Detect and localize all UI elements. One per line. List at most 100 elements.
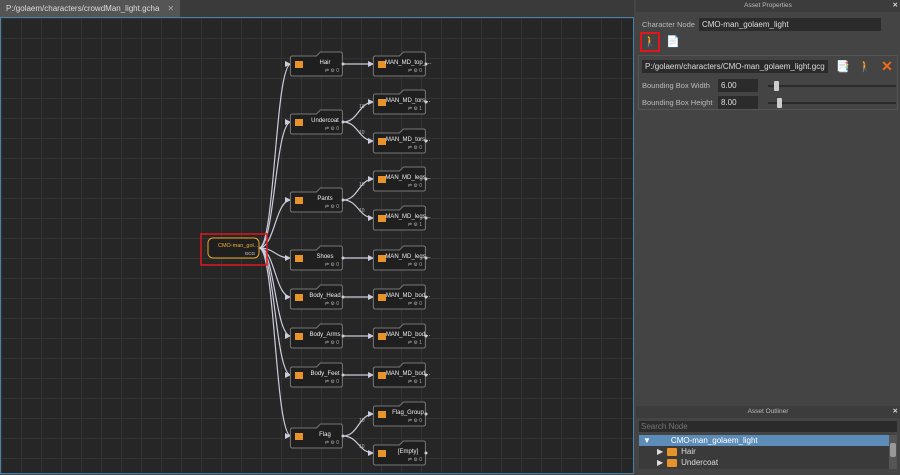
slider-thumb[interactable] [774,81,780,91]
character-node-field[interactable]: CMO-man_golaem_light [698,18,881,31]
group-node-body_head[interactable]: Body_Head⇌ ⚙ 0 [289,284,345,310]
bbox-width-field[interactable]: 6.00 [718,79,758,92]
output-port[interactable] [341,373,345,377]
asset-properties-panel: Asset Properties✕ Character Node CMO-man… [636,0,900,474]
node-label: MAN_MD_bod... [386,293,431,299]
bbox-height-label: Bounding Box Height [642,98,713,107]
asset-node[interactable]: MAN_MD_bod...⇌ ⚙ 1 [372,362,431,388]
add-file-icon[interactable]: 📄 [666,36,680,48]
group-node-body_arms[interactable]: Body_Arms⇌ ⚙ 0 [289,323,345,349]
scrollbar[interactable] [889,435,897,469]
output-port[interactable] [341,198,345,202]
asset-node[interactable]: MAN_MD_top_... ⇌ ⚙ 0 [372,51,431,77]
output-port[interactable] [341,120,345,124]
output-port[interactable] [424,373,428,377]
output-port[interactable] [424,451,428,455]
edge-label: 10 [359,418,365,424]
panel-title: Asset Properties✕ [636,0,900,12]
arrow-icon [368,294,374,300]
node-count: ⇌ ⚙ 0 [408,68,422,74]
asset-node[interactable]: MAN_MD_tors...⇌ ⚙ 1 [372,89,431,115]
output-port[interactable] [424,177,428,181]
edge-label: 10 [359,182,365,188]
close-icon[interactable]: ✕ [167,4,175,13]
node-label: MAN_MD_legs... [385,254,431,260]
folder-icon [378,294,386,301]
asset-node[interactable]: [Empty]⇌ ⚙ 0 [372,440,428,466]
node-count: ⇌ ⚙ 1 [408,379,422,385]
edge-label: 10 [359,444,365,450]
expand-icon[interactable]: ▶ [657,458,664,467]
asset-node[interactable]: Flag_Group⇌ ⚙ 0 [372,401,428,427]
bbox-width-slider[interactable] [768,81,896,91]
group-node-hair[interactable]: Hair⇌ ⚙ 0 [289,51,345,77]
tree-item-hair[interactable]: ▶Hair [639,446,897,457]
arrow-icon [285,294,291,300]
node-count: ⇌ ⚙ 0 [408,418,422,424]
asset-node[interactable]: MAN_MD_legs...⇌ ⚙ 0 [372,245,431,271]
output-port[interactable] [424,295,428,299]
root-node-label: CMO-man_gol... [218,243,259,249]
root-character-node[interactable]: CMO-man_gol...GCG [207,237,260,259]
node-count: ⇌ ⚙ 0 [325,126,339,132]
bbox-height-field[interactable]: 8.00 [718,96,758,109]
output-port[interactable] [424,412,428,416]
output-port[interactable] [341,434,345,438]
asset-node[interactable]: MAN_MD_tors...⇌ ⚙ 0 [372,128,431,154]
output-port[interactable] [424,139,428,143]
folder-icon [378,372,386,379]
asset-node[interactable]: MAN_MD_bod...⇌ ⚙ 1 [372,323,431,349]
folder-icon [667,447,678,456]
group-node-pants[interactable]: Pants⇌ ⚙ 0 [289,187,345,213]
node-label: Body_Head [309,293,340,299]
group-node-flag[interactable]: Flag⇌ ⚙ 0 [289,423,345,449]
asset-node[interactable]: MAN_MD_bod...⇌ ⚙ 0 [372,284,431,310]
edges [258,61,375,456]
outliner-tree: ▼CMO-man_golaem_light ▶Hair ▶ Undercoat [639,435,897,469]
replace-character-icon[interactable]: 🚶 [640,32,660,52]
group-node-body_feet[interactable]: Body_Feet⇌ ⚙ 0 [289,362,345,388]
search-node-input[interactable] [639,421,897,432]
folder-icon [295,255,303,262]
output-port[interactable] [424,216,428,220]
output-port[interactable] [424,334,428,338]
group-node-shoes[interactable]: Shoes⇌ ⚙ 0 [289,245,345,271]
output-port[interactable] [424,100,428,104]
tree-item-label: Undercoat [681,458,719,467]
folder-icon [378,176,386,183]
tree-root[interactable]: ▼CMO-man_golaem_light [639,435,889,446]
slider-thumb[interactable] [776,98,782,108]
tab-crowdman-light[interactable]: P:/golaem/characters/crowdMan_light.gcha… [0,0,181,17]
tree-item-undercoat[interactable]: ▶ Undercoat [639,457,897,468]
delete-icon[interactable]: ✕ [881,58,893,74]
bbox-height-slider[interactable] [768,98,896,108]
swap-file-icon[interactable]: 📑 [836,61,850,73]
output-port[interactable] [424,256,428,260]
arrow-icon [285,119,291,125]
close-icon[interactable]: ✕ [892,2,898,9]
node-label: MAN_MD_top_... [385,60,431,66]
node-label: MAN_MD_tors... [386,98,431,104]
output-port[interactable] [424,62,428,66]
close-icon[interactable]: ✕ [892,408,898,415]
tab-bar: P:/golaem/characters/crowdMan_light.gcha… [0,0,634,17]
output-port[interactable] [341,256,345,260]
swap-character-icon[interactable]: 🚶 [858,61,872,73]
group-node-undercoat[interactable]: Undercoat⇌ ⚙ 0 [289,109,345,135]
output-port[interactable] [341,334,345,338]
arrow-icon [368,333,374,339]
arrow-icon [368,99,374,105]
node-label: Body_Arms [309,332,340,338]
node-label: MAN_MD_bod... [386,332,431,338]
folder-icon [378,99,386,106]
file-path-field[interactable]: P:/golaem/characters/CMO-man_golaem_ligh… [642,60,828,73]
edge-root-6 [258,247,292,376]
expand-icon[interactable]: ▶ [657,447,664,456]
node-label: [Empty] [398,449,419,455]
output-port[interactable] [341,295,345,299]
asset-node[interactable]: MAN_MD_legs...⇌ ⚙ 1 [372,205,431,231]
expand-icon[interactable]: ▼ [643,436,651,445]
asset-node[interactable]: MAN_MD_legs...⇌ ⚙ 0 [372,166,431,192]
output-port[interactable] [341,62,345,66]
